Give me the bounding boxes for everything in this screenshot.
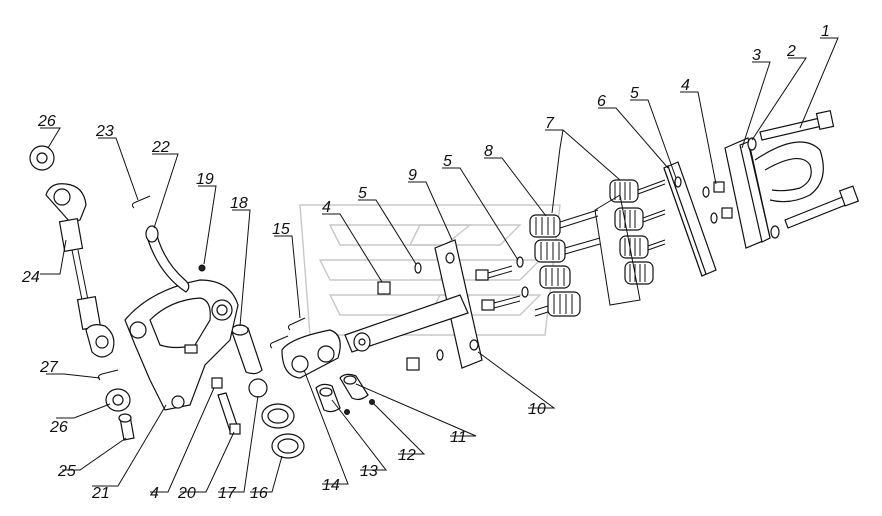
callout-14: 14 <box>322 477 340 494</box>
part-turnbuckle-rod <box>45 183 115 358</box>
callout-24: 24 <box>21 269 40 286</box>
part-pins <box>315 373 375 415</box>
callout-3: 3 <box>752 47 761 64</box>
part-mounting-bracket <box>344 239 483 369</box>
part-link-plate <box>281 329 341 379</box>
callout-16: 16 <box>250 485 268 502</box>
callout-21: 21 <box>91 485 110 502</box>
callout-5: 5 <box>630 85 639 102</box>
callout-6: 6 <box>597 93 606 110</box>
callout-13: 13 <box>360 463 378 480</box>
callout-18: 18 <box>230 195 248 212</box>
callout-8: 8 <box>484 143 493 160</box>
leader-lines <box>40 37 839 493</box>
part-nut-middle <box>377 281 420 371</box>
callout-10: 10 <box>528 401 546 418</box>
callout-labels: 1 2 3 4 5 6 7 8 5 9 5 4 15 18 19 22 23 2… <box>21 23 830 502</box>
part-small-bolts <box>475 265 521 311</box>
part-strip-plate <box>663 161 717 277</box>
part-washers <box>414 176 682 361</box>
part-pin-washers <box>29 145 135 441</box>
callout-4: 4 <box>150 485 159 502</box>
part-shaft <box>231 324 263 375</box>
callout-20: 20 <box>177 485 196 502</box>
part-rollers <box>529 179 666 317</box>
part-bushings <box>248 378 305 459</box>
callout-12: 12 <box>398 447 416 464</box>
part-nuts-right <box>702 181 733 224</box>
callout-4: 4 <box>322 199 331 216</box>
callout-4: 4 <box>681 77 690 94</box>
callout-26: 26 <box>49 419 68 436</box>
part-cotter-pins <box>269 317 306 349</box>
callout-17: 17 <box>218 485 237 502</box>
callout-23: 23 <box>95 123 114 140</box>
callout-5: 5 <box>443 153 452 170</box>
callout-9: 9 <box>408 167 417 184</box>
callout-22: 22 <box>151 139 170 156</box>
part-clamp-plate <box>724 137 824 249</box>
callout-26: 26 <box>37 113 56 130</box>
callout-25: 25 <box>57 463 76 480</box>
callout-7: 7 <box>545 115 555 132</box>
part-bolt-20 <box>211 377 241 435</box>
callout-2: 2 <box>786 43 796 60</box>
part-main-bracket <box>124 279 239 411</box>
part-bolt-long <box>759 110 860 229</box>
callout-15: 15 <box>272 221 290 238</box>
callout-11: 11 <box>450 429 467 446</box>
callout-5: 5 <box>358 185 367 202</box>
part-hose <box>131 195 206 293</box>
callout-19: 19 <box>196 171 214 188</box>
callout-1: 1 <box>821 23 830 40</box>
callout-27: 27 <box>39 359 59 376</box>
